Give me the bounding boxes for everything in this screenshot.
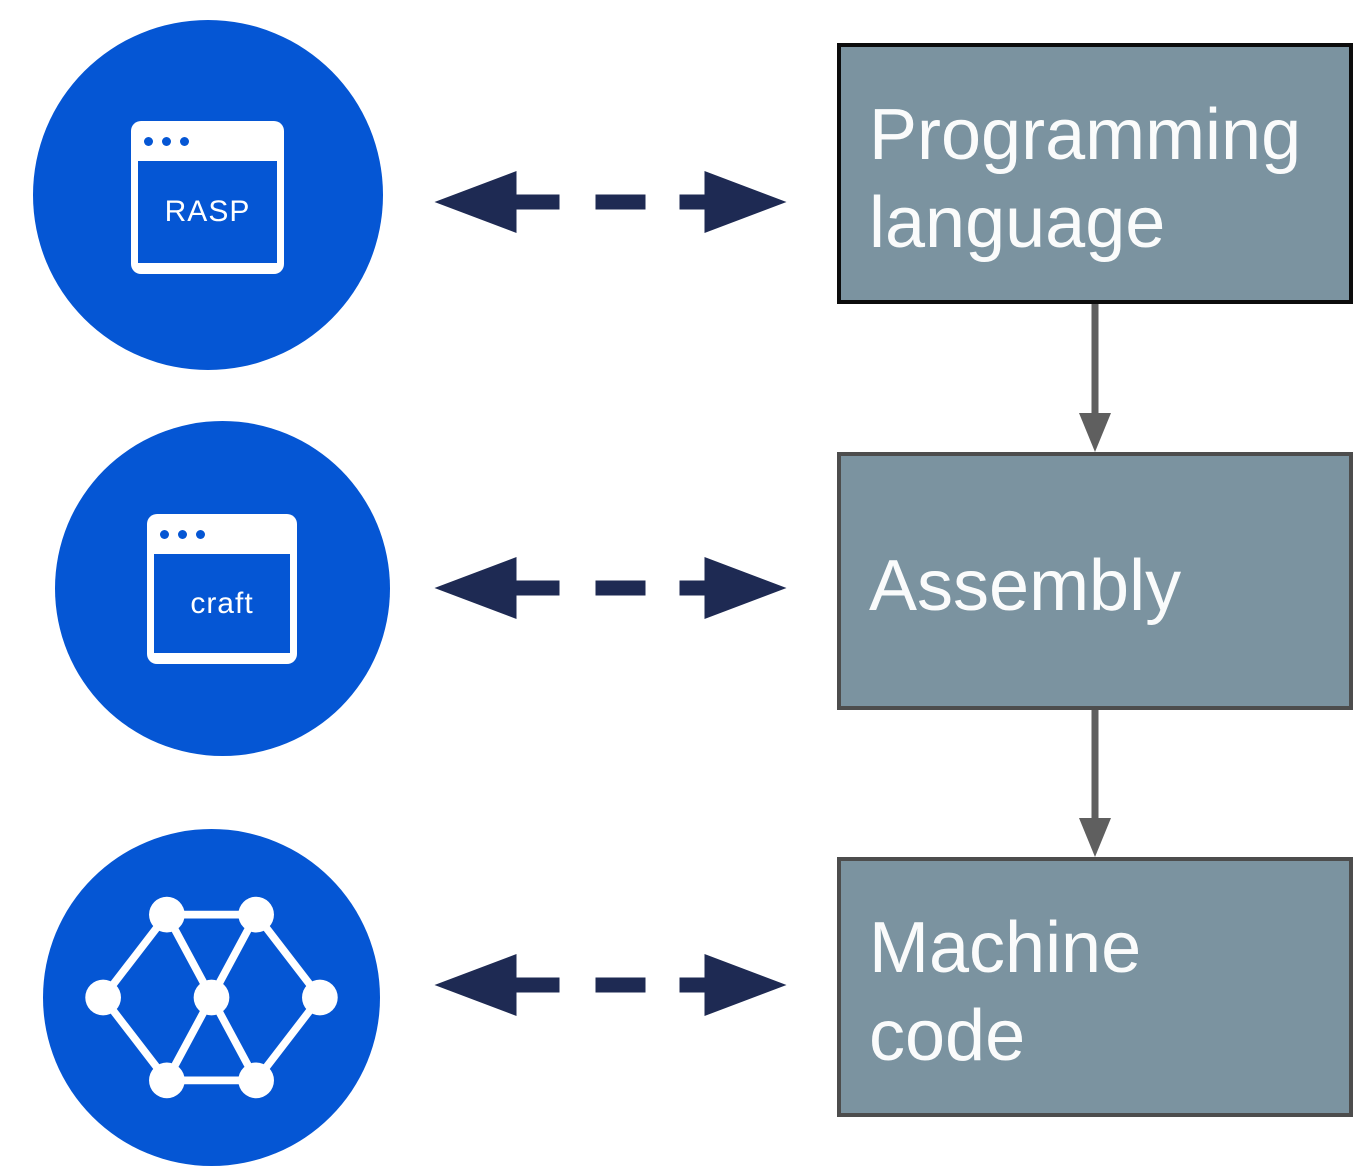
box-label-line: code xyxy=(869,996,1026,1076)
window-dot-icon xyxy=(180,137,189,146)
dashed-bidirectional-arrow xyxy=(434,954,787,1016)
box-assembly: Assembly xyxy=(837,452,1353,710)
window-dot-icon xyxy=(144,137,153,146)
tool-label-craft: craft xyxy=(154,554,290,653)
window-dot-icon xyxy=(196,530,205,539)
window-dot-icon xyxy=(178,530,187,539)
network-graph-icon xyxy=(85,896,338,1099)
box-label-line: Machine xyxy=(869,908,1142,988)
window-dots-icon xyxy=(160,530,205,539)
tool-label-rasp: RASP xyxy=(138,161,277,263)
browser-window-icon: RASP xyxy=(131,121,284,274)
down-arrow xyxy=(1079,710,1111,857)
window-dots-icon xyxy=(144,137,189,146)
down-arrow xyxy=(1079,304,1111,452)
dashed-bidirectional-arrow xyxy=(434,557,787,619)
box-programming-language: Programming language xyxy=(837,43,1353,304)
window-dot-icon xyxy=(160,530,169,539)
box-label-line: Assembly xyxy=(869,546,1182,626)
dashed-bidirectional-arrow xyxy=(434,171,787,233)
browser-window-icon: craft xyxy=(147,514,297,664)
box-label-line: Programming xyxy=(869,94,1302,175)
tool-circle-rasp: RASP xyxy=(33,20,383,370)
tool-circle-network xyxy=(43,829,380,1166)
box-label-line: language xyxy=(869,182,1166,263)
box-machine-code: Machine code xyxy=(837,857,1353,1117)
window-dot-icon xyxy=(162,137,171,146)
tool-circle-craft: craft xyxy=(55,421,390,756)
